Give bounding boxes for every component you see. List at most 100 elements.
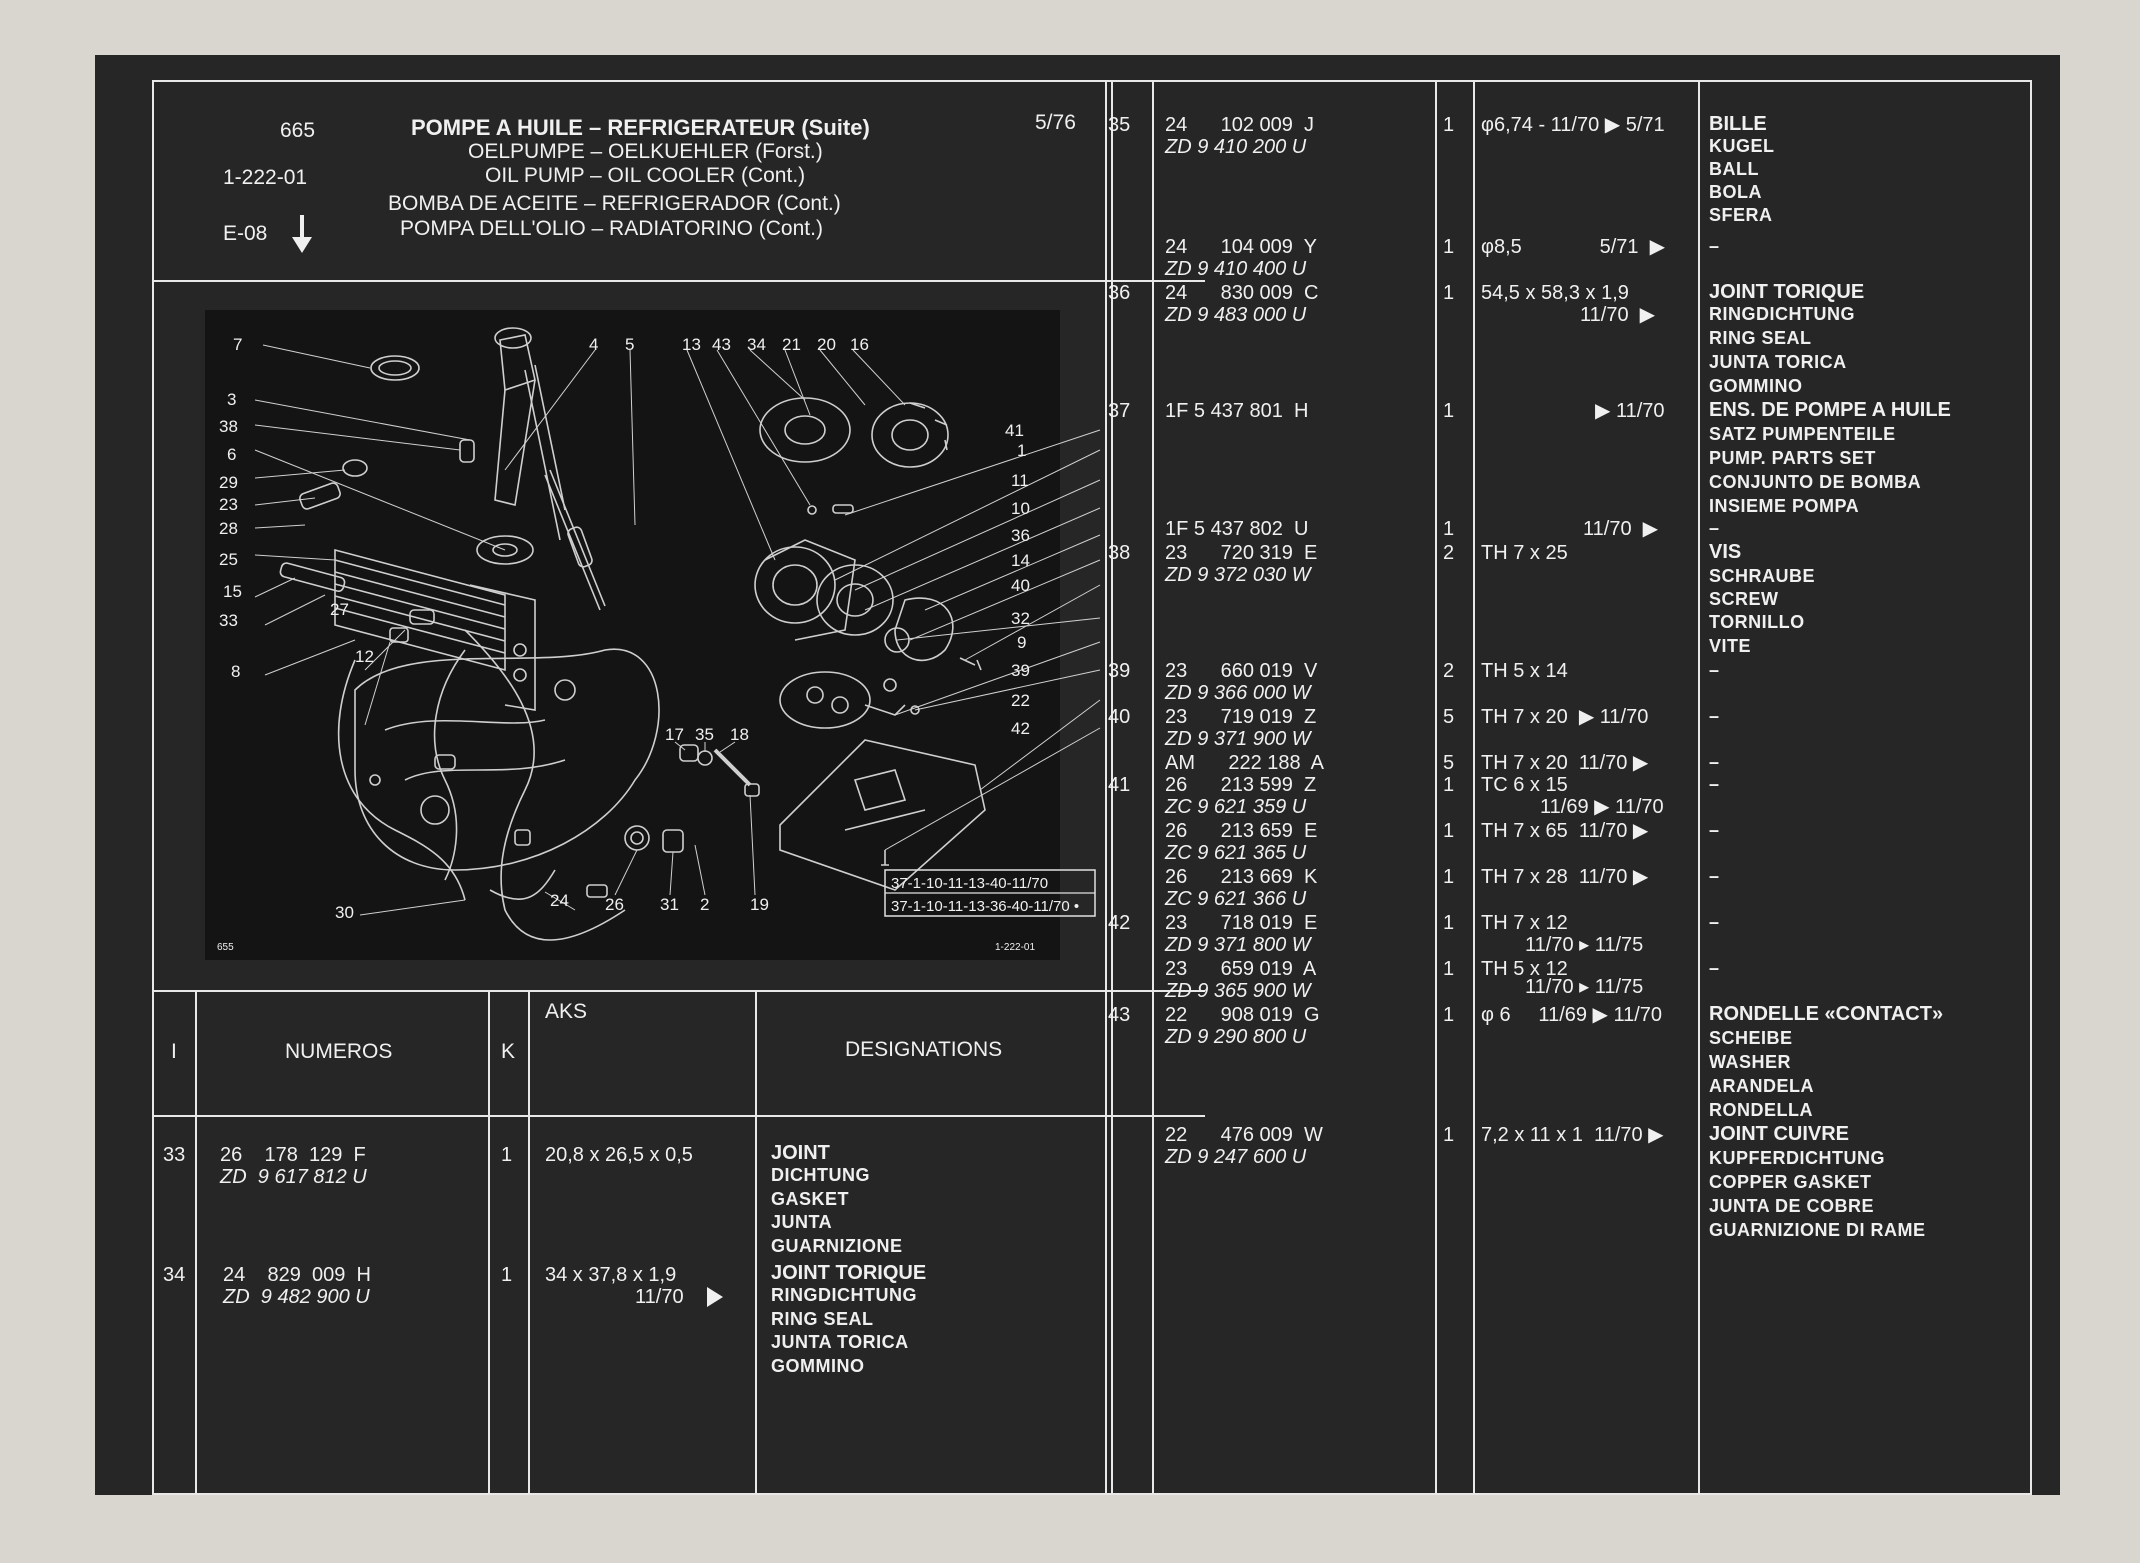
callout-25: 25: [219, 550, 238, 569]
callout-3: 3: [227, 390, 236, 409]
alt-part-number: ZD 9 366 000 W: [1165, 682, 1311, 704]
callout-35: 35: [695, 725, 714, 744]
designation: RINGDICHTUNG: [771, 1285, 917, 1305]
part-number: 23 719 019 Z: [1165, 706, 1317, 728]
alt-part-number: ZD 9 371 800 W: [1165, 934, 1311, 956]
designation: GASKET: [771, 1189, 850, 1209]
callout-labels: 7 3 38 6 29 23 28 25 15 33 8 27 12 30 24…: [217, 335, 1035, 953]
callout-8: 8: [231, 662, 240, 681]
col-header-numeros: NUMEROS: [285, 1040, 393, 1063]
designation: GUARNIZIONE: [771, 1236, 903, 1256]
designation-fr: BILLE: [1709, 113, 1767, 135]
alt-part-number: ZC 9 621 359 U: [1165, 796, 1307, 818]
alt-part-number: ZD 9 247 600 U: [1165, 1146, 1307, 1168]
quantity: 5: [1443, 752, 1455, 774]
part-number: 24 830 009 C: [1165, 282, 1319, 304]
title-es: BOMBA DE ACEITE – REFRIGERADOR (Cont.): [388, 192, 841, 215]
callout-36: 36: [1011, 526, 1030, 545]
designation: –: [1709, 958, 1720, 978]
callout-17: 17: [665, 725, 684, 744]
callout-20: 20: [817, 335, 836, 354]
diagram-legend: 37-1-10-11-13-40-11/70 37-1-10-11-13-36-…: [884, 869, 1096, 917]
part-number: 26 178 129 F: [220, 1144, 366, 1166]
callout-7: 7: [233, 335, 242, 354]
callout-14: 14: [1011, 551, 1030, 570]
part-number: 23 660 019 V: [1165, 660, 1318, 682]
part-number: 24 829 009 H: [223, 1264, 371, 1286]
callout-42: 42: [1011, 719, 1030, 738]
aks-date: 11/70: [635, 1286, 684, 1308]
alt-part-number: ZD 9 482 900 U: [223, 1286, 370, 1308]
designation: RINGDICHTUNG: [1709, 304, 1855, 324]
aks-value: TH 7 x 25: [1481, 542, 1568, 564]
callout-22: 22: [1011, 691, 1030, 710]
item-number: 41: [1108, 774, 1131, 796]
item-number: 35: [1108, 114, 1131, 136]
quantity: 1: [1443, 774, 1455, 796]
quantity: 1: [1443, 518, 1455, 540]
callout-38: 38: [219, 417, 238, 436]
designation: KUGEL: [1709, 136, 1775, 156]
designation: –: [1709, 752, 1720, 772]
exploded-diagram-drawing: 7 3 38 6 29 23 28 25 15 33 8 27 12 30 24…: [217, 327, 1101, 953]
callout-9: 9: [1017, 633, 1026, 652]
aks-value: TH 7 x 12: [1481, 912, 1568, 934]
designation: SCREW: [1709, 589, 1779, 609]
callout-16: 16: [850, 335, 869, 354]
title-fr: POMPE A HUILE – REFRIGERATEUR (Suite): [411, 115, 870, 140]
part-number: 22 908 019 G: [1165, 1004, 1320, 1026]
legend-line-2: 37-1-10-11-13-36-40-11/70 •: [891, 898, 1079, 915]
designation: –: [1709, 236, 1720, 256]
quantity: 1: [1443, 282, 1455, 304]
quantity: 2: [1443, 660, 1455, 682]
item-number: 39: [1108, 660, 1131, 682]
designation: –: [1709, 866, 1720, 886]
callout-33: 33: [219, 611, 238, 630]
aks-value: TH 7 x 28 11/70 ▶: [1481, 866, 1649, 888]
legend-line-1: 37-1-10-11-13-40-11/70: [891, 875, 1048, 892]
designation-fr: JOINT TORIQUE: [771, 1262, 927, 1284]
title-it: POMPA DELL'OLIO – RADIATORINO (Cont.): [400, 217, 823, 240]
designation: GUARNIZIONE DI RAME: [1709, 1220, 1926, 1240]
designation: BOLA: [1709, 182, 1762, 202]
designation: TORNILLO: [1709, 612, 1805, 632]
callout-21: 21: [782, 335, 801, 354]
section-code: E-08: [223, 222, 268, 245]
aks-value: TH 5 x 12: [1481, 958, 1568, 980]
diagram-footer-left: 655: [217, 942, 234, 953]
designation: KUPFERDICHTUNG: [1709, 1148, 1885, 1168]
designation: DICHTUNG: [771, 1165, 870, 1185]
alt-part-number: ZD 9 410 400 U: [1165, 258, 1307, 280]
designation: SCHEIBE: [1709, 1028, 1793, 1048]
callout-28: 28: [219, 519, 238, 538]
part-number: 24 104 009 Y: [1165, 236, 1317, 258]
aks-value: TH 7 x 20 11/70 ▶: [1481, 752, 1649, 774]
designation: RONDELLA: [1709, 1100, 1813, 1120]
designation: –: [1709, 774, 1720, 794]
designation: –: [1709, 660, 1720, 680]
callout-30: 30: [335, 903, 354, 922]
callout-34: 34: [747, 335, 766, 354]
designation-fr: VIS: [1709, 541, 1742, 563]
callout-1: 1: [1017, 441, 1026, 460]
designation: INSIEME POMPA: [1709, 496, 1860, 516]
alt-part-number: ZD 9 483 000 U: [1165, 304, 1307, 326]
item-number: 36: [1108, 282, 1131, 304]
callout-24: 24: [550, 891, 569, 910]
aks-value: 11/70 ▶: [1583, 518, 1659, 540]
designation: WASHER: [1709, 1052, 1792, 1072]
quantity: 5: [1443, 706, 1455, 728]
diagram-footer-right: 1-222-01: [995, 942, 1035, 953]
alt-part-number: ZD 9 617 812 U: [220, 1166, 367, 1188]
quantity: 1: [1443, 820, 1455, 842]
col-header-k: K: [501, 1040, 516, 1063]
designation: GOMMINO: [771, 1356, 865, 1376]
aks-date: 11/69 ▶ 11/70: [1540, 796, 1664, 818]
callout-39: 39: [1011, 661, 1030, 680]
part-number: AM 222 188 A: [1165, 752, 1324, 774]
part-number: 26 213 599 Z: [1165, 774, 1317, 796]
part-number: 24 102 009 J: [1165, 114, 1314, 136]
part-number: 1F 5 437 802 U: [1165, 518, 1309, 540]
designation-fr: ENS. DE POMPE A HUILE: [1709, 399, 1951, 421]
designation: SCHRAUBE: [1709, 566, 1816, 586]
